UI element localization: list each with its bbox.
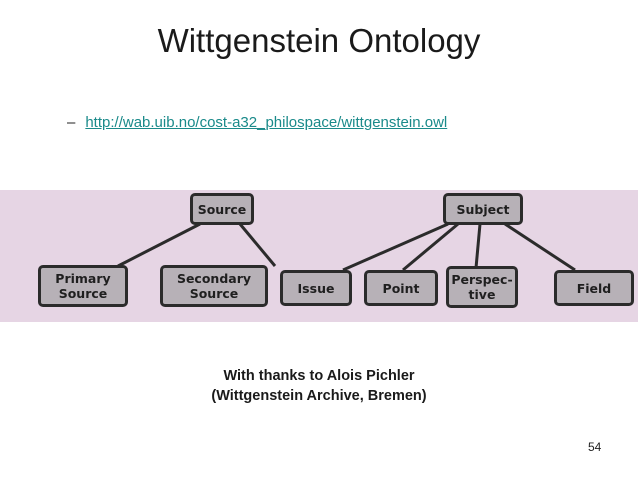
node-point: Point — [364, 270, 438, 306]
acknowledgement-line-2: (Wittgenstein Archive, Bremen) — [211, 388, 427, 404]
node-secondary-source: Secondary Source — [160, 265, 268, 307]
acknowledgement-line-1: With thanks to Alois Pichler — [223, 368, 415, 384]
node-primary-source: Primary Source — [38, 265, 128, 307]
node-perspective: Perspec- tive — [446, 266, 518, 308]
edge-subject-field — [504, 222, 576, 272]
bullet-marker: – — [67, 114, 76, 131]
page-number: 54 — [588, 440, 602, 454]
node-field: Field — [554, 270, 634, 306]
link-bullet: –http://wab.uib.no/cost-a32_philospace/w… — [67, 114, 447, 131]
ontology-diagram: Source Subject Primary Source Secondary … — [0, 190, 638, 322]
node-subject: Subject — [443, 193, 523, 225]
edge-subject-issue — [342, 222, 449, 272]
edge-source-primary — [117, 222, 201, 268]
edge-subject-perspective — [474, 223, 482, 269]
edge-source-secondary — [238, 223, 277, 267]
node-issue: Issue — [280, 270, 352, 306]
slide-title: Wittgenstein Ontology — [157, 22, 481, 59]
acknowledgement: With thanks to Alois Pichler (Wittgenste… — [0, 366, 638, 406]
diagram-connectors — [117, 222, 576, 272]
ontology-link[interactable]: http://wab.uib.no/cost-a32_philospace/wi… — [85, 114, 448, 131]
node-source: Source — [190, 193, 254, 225]
edge-subject-point — [402, 222, 459, 272]
